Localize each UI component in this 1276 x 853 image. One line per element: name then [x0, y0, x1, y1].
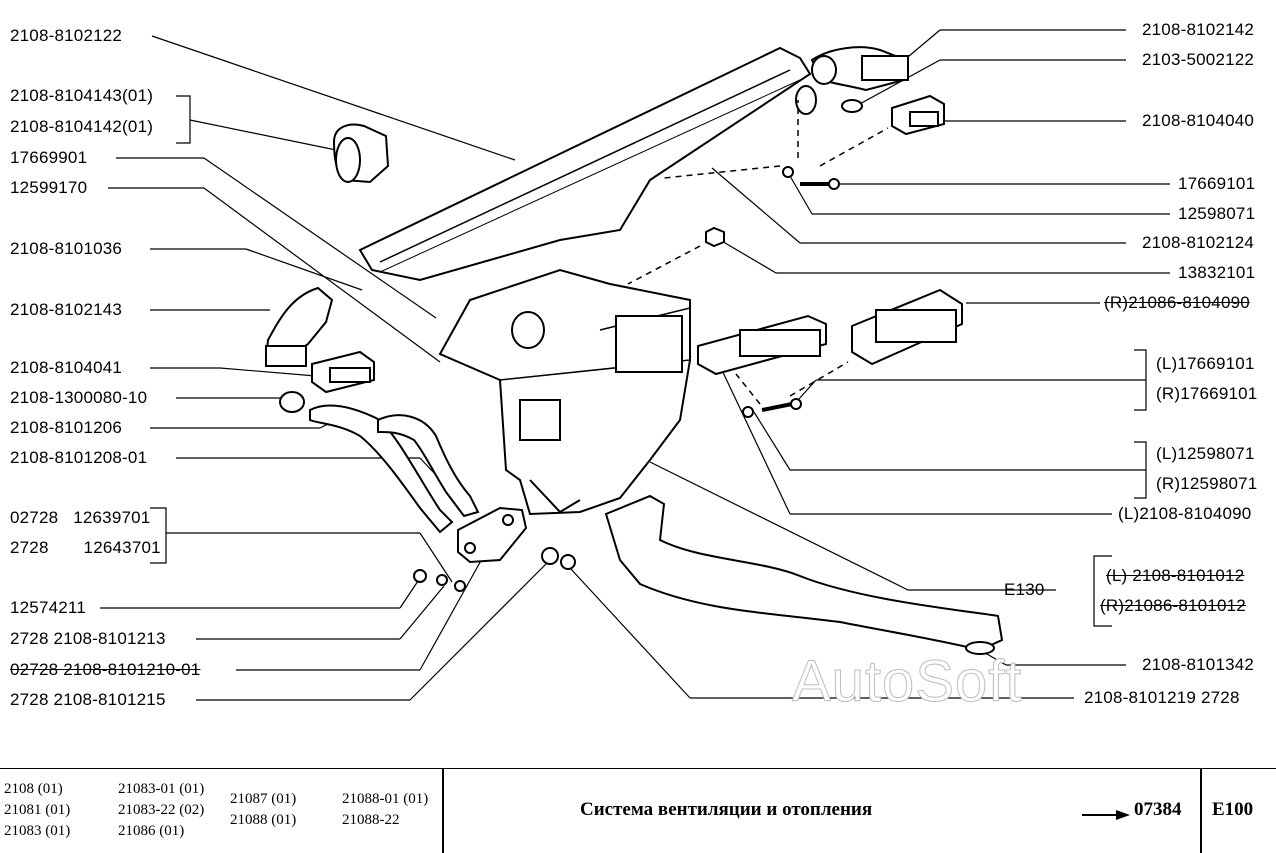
part-label: (R)17669101 — [1156, 384, 1258, 403]
part-label: 2108-8104142(01) — [10, 117, 154, 136]
page-number: 07384 — [1134, 799, 1182, 820]
part-label: 2103-5002122 — [1142, 50, 1255, 69]
part-label: E130 — [1004, 580, 1045, 599]
models-column-4: 21088-01 (01) 21088-22 — [342, 789, 428, 831]
page-title: Система вентиляции и отопления — [580, 799, 873, 820]
model-item: 21083-01 (01) — [118, 781, 205, 797]
model-item: 21088 (01) — [230, 812, 297, 828]
part-label: (R)21086-8104090 — [1104, 293, 1250, 312]
part-label: 2108-8104041 — [10, 358, 123, 377]
part-sketches — [264, 46, 1004, 655]
part-label: 2108-8102124 — [1142, 233, 1255, 252]
model-item: 21083 (01) — [4, 823, 71, 839]
divider — [442, 769, 444, 853]
watermark: AutoSoft — [791, 649, 1023, 715]
part-label: 2108-8101219 2728 — [1084, 688, 1240, 707]
section-code: E100 — [1212, 799, 1254, 820]
model-item: 21088-01 (01) — [342, 791, 429, 807]
part-label: 2108-8101036 — [10, 239, 123, 258]
part-label: (L)12598071 — [1156, 444, 1255, 463]
part-label: (R)21086-8101012 — [1100, 596, 1246, 615]
exploded-parts-diagram — [100, 29, 1170, 701]
part-label: 2108-8101206 — [10, 418, 123, 437]
part-label: 17669101 — [1178, 174, 1256, 193]
part-label: 2728 12643701 — [10, 538, 161, 557]
part-label: 12599170 — [10, 178, 88, 197]
models-column-2: 21083-01 (01) 21083-22 (02) 21086 (01) — [118, 779, 204, 842]
part-label: 02728 2108-8101210-01 — [10, 660, 201, 679]
part-label: 2108-1300080-10 — [10, 388, 148, 407]
model-item: 21087 (01) — [230, 791, 297, 807]
arrow-right-icon — [1082, 810, 1130, 820]
part-label: 2108-8104143(01) — [10, 86, 154, 105]
models-column-3: 21087 (01) 21088 (01) — [230, 789, 296, 831]
part-label: 2108-8102142 — [1142, 20, 1255, 39]
part-label: 17669901 — [10, 148, 88, 167]
part-label: 2108-8104040 — [1142, 111, 1255, 130]
part-label: 2108-8101208-01 — [10, 448, 148, 467]
part-label: (L)2108-8104090 — [1118, 504, 1252, 523]
model-item: 2108 (01) — [4, 781, 63, 797]
models-column-1: 2108 (01) 21081 (01) 21083 (01) — [4, 779, 70, 842]
model-item: 21088-22 — [342, 812, 400, 828]
model-item: 21081 (01) — [4, 802, 71, 818]
part-label: 2108-8101342 — [1142, 655, 1255, 674]
part-label: 2728 2108-8101215 — [10, 690, 166, 709]
model-item: 21083-22 (02) — [118, 802, 205, 818]
footer-bar: 2108 (01) 21081 (01) 21083 (01) 21083-01… — [0, 768, 1276, 853]
part-label: 2108-8102143 — [10, 300, 123, 319]
part-label: 2728 2108-8101213 — [10, 629, 166, 648]
part-label: (L) 2108-8101012 — [1106, 566, 1245, 585]
part-label: (R)12598071 — [1156, 474, 1258, 493]
divider — [1200, 769, 1202, 853]
part-label: 13832101 — [1178, 263, 1256, 282]
model-item: 21086 (01) — [118, 823, 185, 839]
assembly-arrows — [627, 100, 889, 405]
part-label: 12574211 — [10, 598, 86, 617]
leader-lines — [100, 29, 1170, 701]
part-label: (L)17669101 — [1156, 354, 1255, 373]
part-label: 2108-8102122 — [10, 26, 123, 45]
part-label: 02728 12639701 — [10, 508, 151, 527]
part-label: 12598071 — [1178, 204, 1256, 223]
